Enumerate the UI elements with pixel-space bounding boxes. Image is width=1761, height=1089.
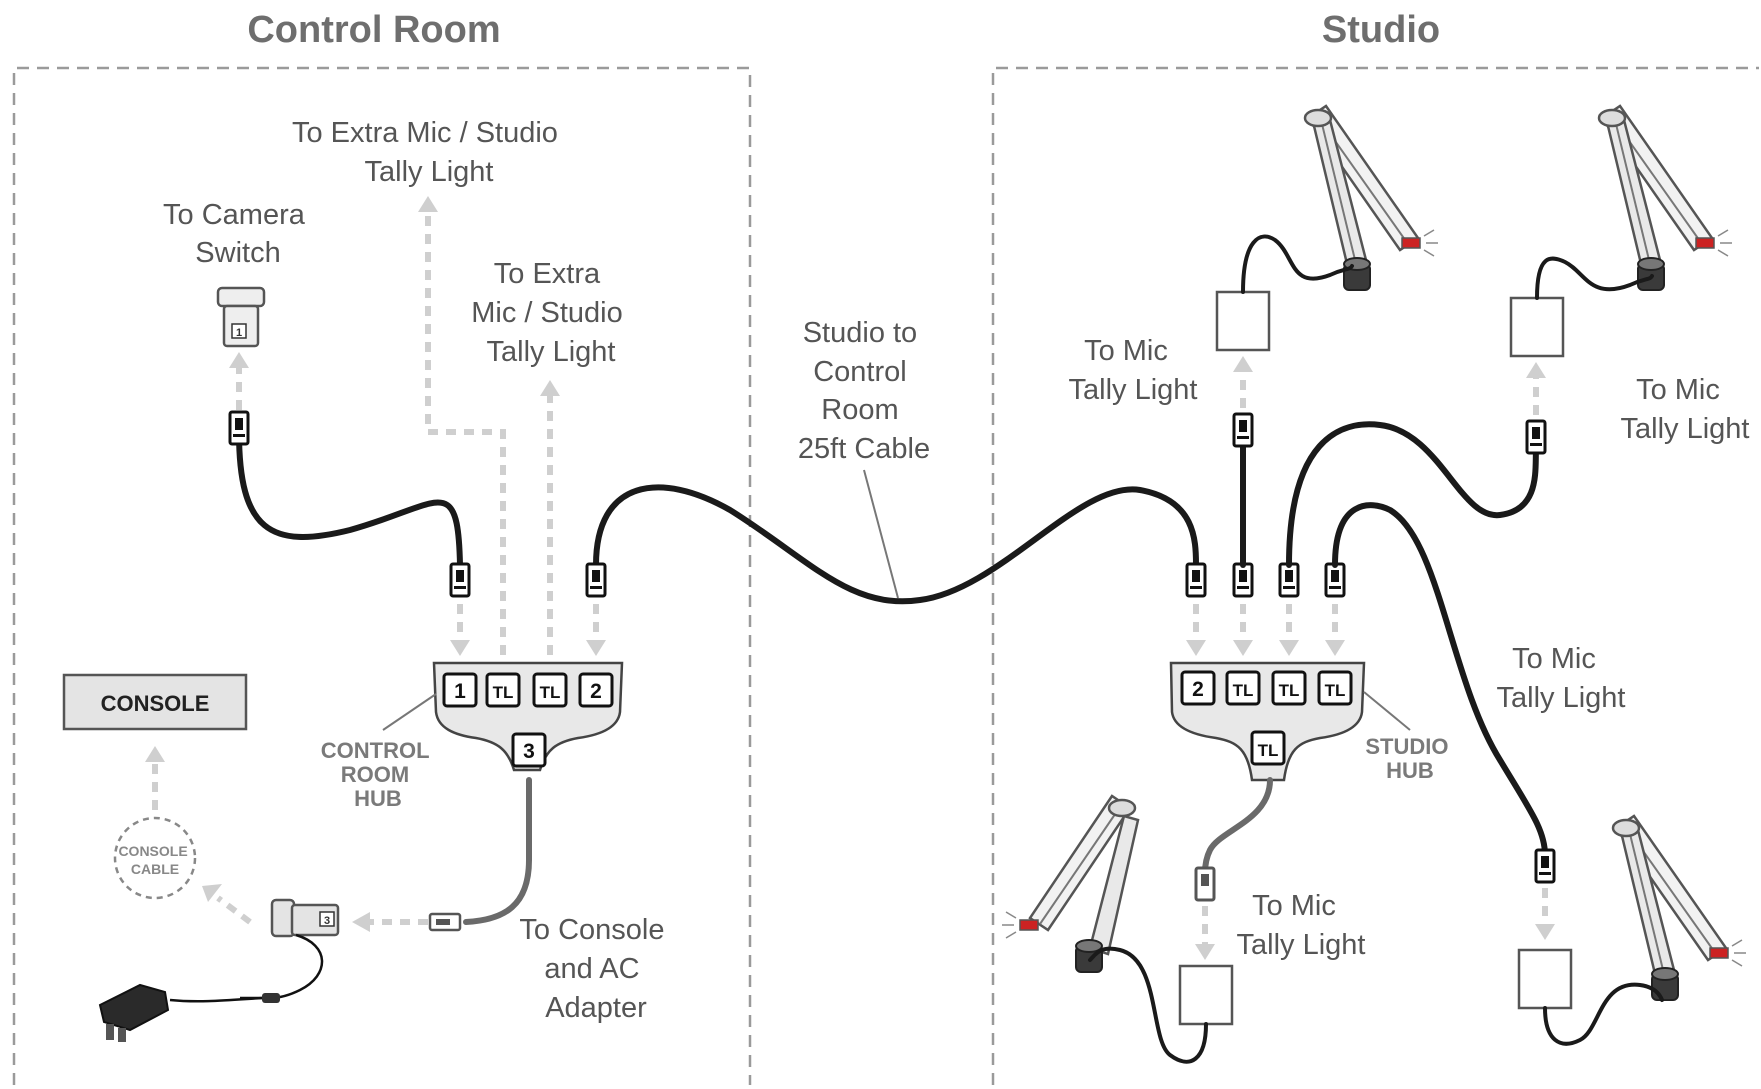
- extra-mic-tally-label-1: To Extra Mic / Studio Tally Light: [292, 117, 566, 188]
- svg-text:TL: TL: [1325, 681, 1346, 700]
- studio-title: Studio: [1322, 9, 1440, 51]
- hub-port-2: 2: [578, 672, 614, 708]
- mic-tally-label-top-left: To Mic Tally Light: [1069, 335, 1198, 406]
- console-label: CONSOLE: [101, 691, 210, 716]
- studio-to-control-room-cable: [593, 484, 1199, 605]
- svg-text:1: 1: [236, 327, 242, 339]
- studio-hub-port-tl-3: TL: [1317, 670, 1353, 706]
- svg-text:TL: TL: [493, 683, 514, 702]
- control-room-zone: [12, 66, 752, 1085]
- tally-light-box-icon: [1509, 296, 1565, 358]
- camera-switch-adapter-icon: 1: [216, 286, 266, 348]
- hub-port-tl-2: TL: [532, 672, 568, 708]
- console-ac-label: To Console and AC Adapter: [519, 914, 672, 1024]
- extra-mic-tally-label-2: To Extra Mic / Studio Tally Light: [471, 258, 631, 368]
- tally-light-box-icon: [1178, 964, 1234, 1026]
- tally-light-box-icon: [1215, 290, 1271, 352]
- connector-icon: [1194, 866, 1216, 902]
- svg-text:2: 2: [590, 680, 602, 703]
- arrow-to-extra-mic-1: [425, 210, 506, 655]
- connector-icon: [1185, 562, 1207, 598]
- console-icon: CONSOLE: [62, 673, 248, 731]
- mic-tally-label-top-right: To Mic Tally Light: [1621, 374, 1750, 445]
- mic-arm-icon: [1000, 794, 1140, 974]
- svg-text:TL: TL: [1258, 741, 1279, 760]
- svg-text:TL: TL: [1233, 681, 1254, 700]
- studio-hub-port-tl-1: TL: [1225, 670, 1261, 706]
- studio-hub: 2 TL TL TL TL: [1169, 661, 1366, 782]
- ac-adapter-icon: [98, 983, 280, 1042]
- console-cable-label: CONSOLE CABLE: [118, 843, 191, 877]
- camera-cable: [236, 429, 463, 568]
- console-cable: [463, 777, 532, 925]
- connector-icon: [449, 562, 471, 598]
- svg-text:3: 3: [324, 915, 330, 927]
- svg-text:TL: TL: [540, 683, 561, 702]
- mic-tally-label-right: To Mic Tally Light: [1497, 643, 1626, 714]
- camera-switch-label: To Camera Switch: [163, 199, 313, 269]
- mic-arm-icon: [1597, 104, 1734, 292]
- connector-icon: [1324, 562, 1346, 598]
- tally-light-box-icon: [1517, 948, 1573, 1010]
- connector-icon: [585, 562, 607, 598]
- studio-hub-port-2: 2: [1180, 670, 1216, 706]
- mic-arm-icon: [1303, 104, 1440, 292]
- connector-icon: [1534, 848, 1556, 884]
- console-adapter-icon: 3: [270, 898, 340, 938]
- connector-icon: [1232, 412, 1254, 448]
- studio-hub-port-tl-bottom: TL: [1250, 730, 1286, 766]
- connector-icon: [228, 410, 250, 446]
- hub-port-1: 1: [442, 672, 478, 708]
- connector-icon: [1278, 562, 1300, 598]
- studio-hub-port-tl-2: TL: [1271, 670, 1307, 706]
- connector-icon: [428, 912, 462, 932]
- connector-icon: [1525, 419, 1547, 455]
- svg-text:2: 2: [1192, 678, 1204, 701]
- svg-text:TL: TL: [1279, 681, 1300, 700]
- hub-port-3: 3: [511, 732, 547, 768]
- svg-text:1: 1: [454, 680, 466, 703]
- connector-icon: [1232, 562, 1254, 598]
- control-room-hub: 1 TL TL 2 3: [432, 661, 624, 772]
- studio-control-cable-label: Studio to Control Room 25ft Cable: [798, 317, 930, 465]
- mic-arm-icon: [1611, 814, 1748, 1002]
- console-cable-icon: [113, 816, 197, 900]
- studio-zone: [991, 66, 1759, 1085]
- control-room-title: Control Room: [247, 9, 500, 51]
- studio-hub-label: STUDIO HUB: [1365, 734, 1454, 783]
- control-room-hub-label: CONTROL ROOM HUB: [321, 738, 436, 811]
- mic-tally-label-bottom: To Mic Tally Light: [1237, 890, 1366, 961]
- hub-port-tl-1: TL: [485, 672, 521, 708]
- svg-text:3: 3: [523, 740, 535, 763]
